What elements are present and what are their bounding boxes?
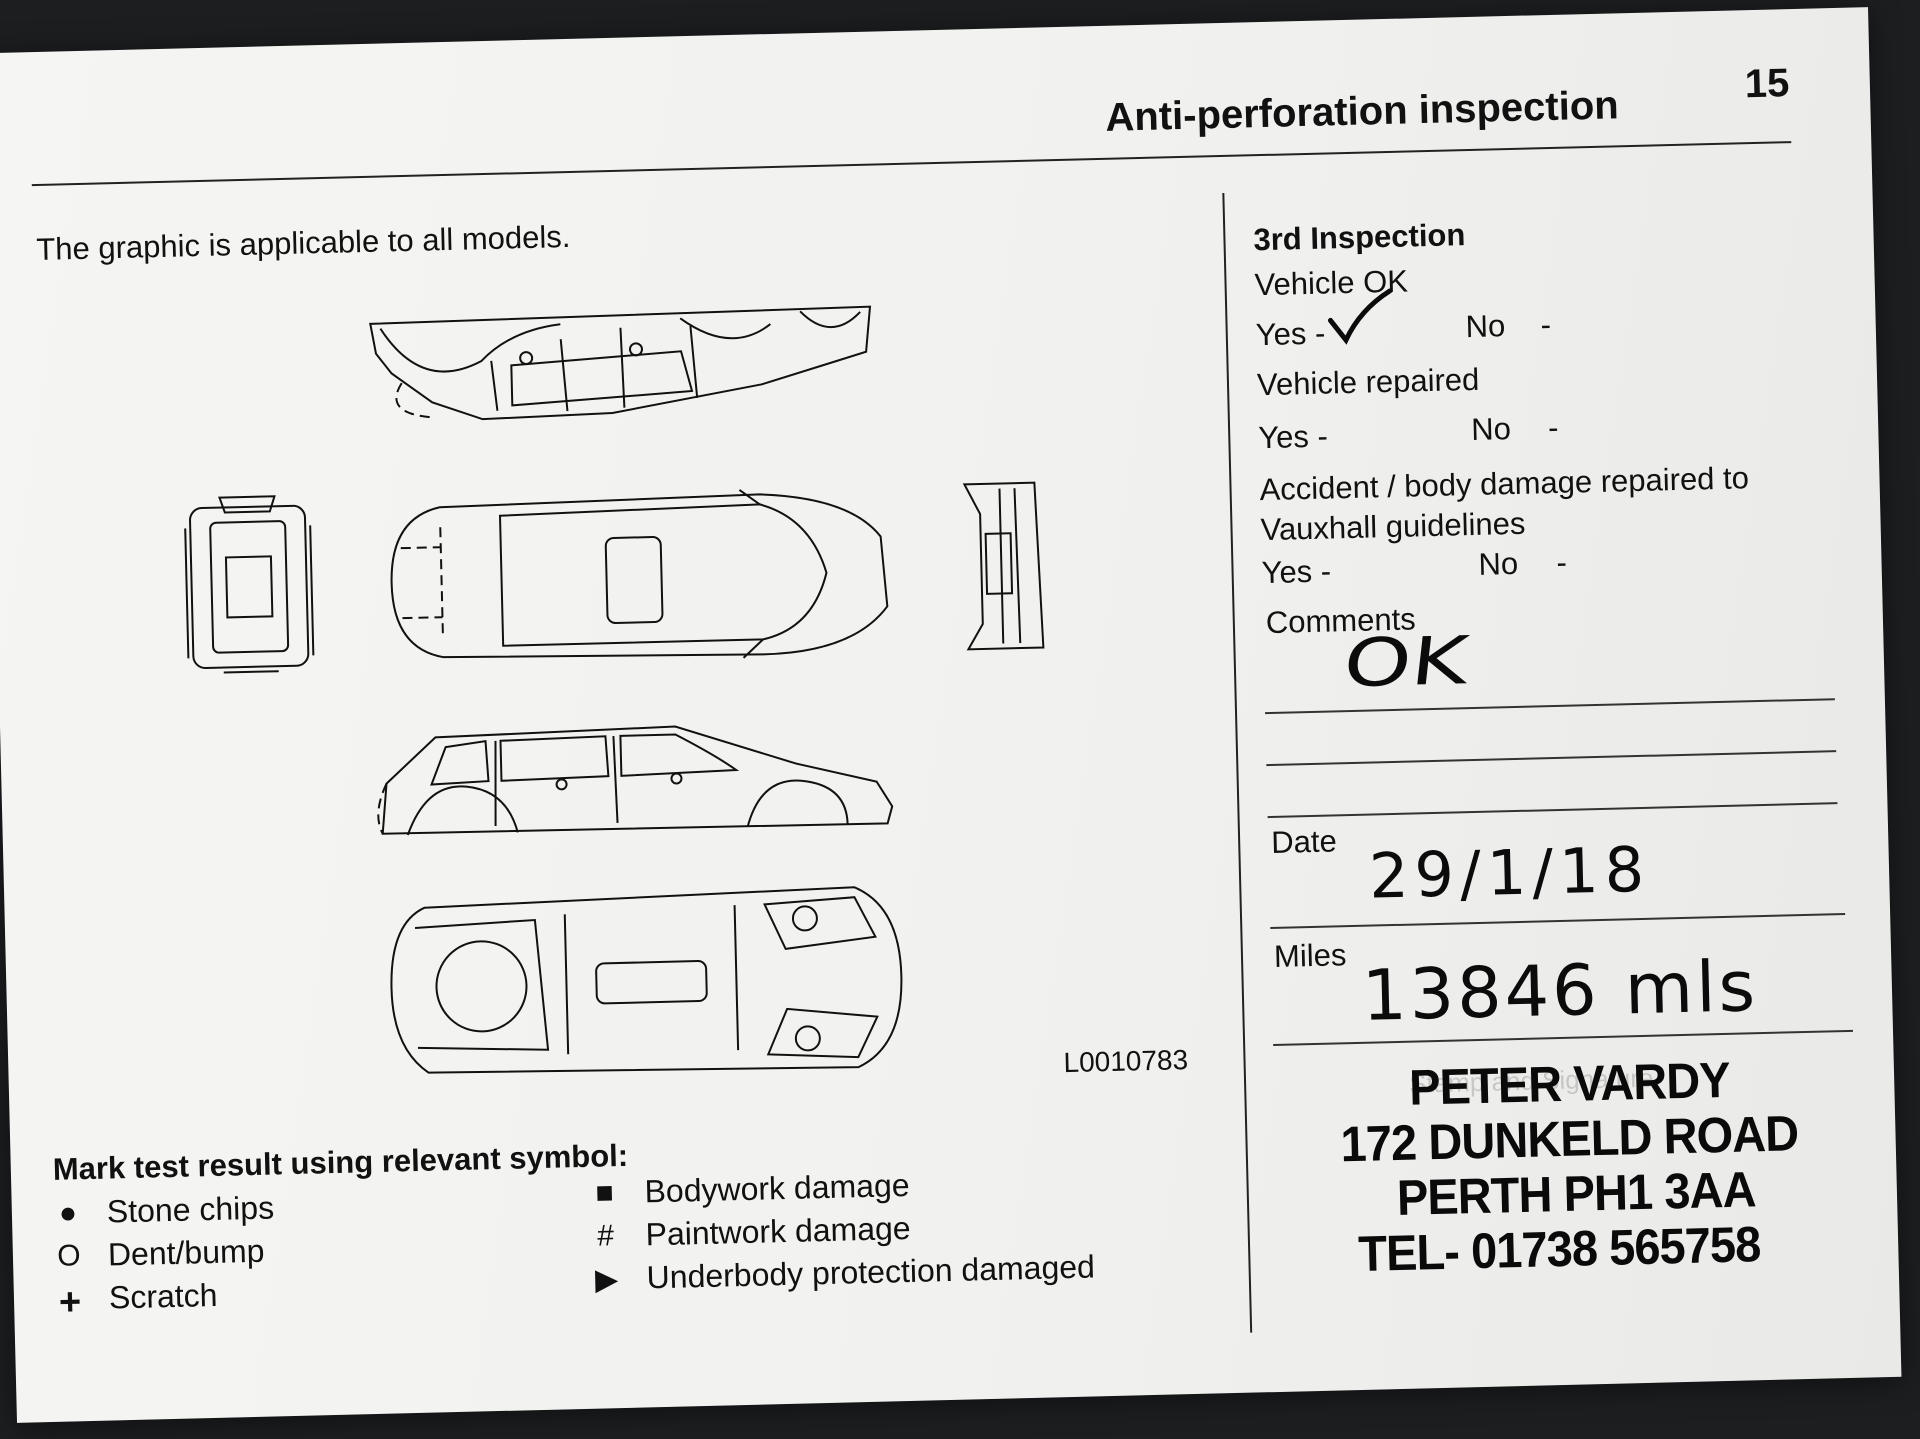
car-diagram-underbody-view — [384, 876, 909, 1089]
column-divider — [1222, 192, 1253, 1333]
car-diagram-front-view — [179, 485, 319, 688]
accident-label-line2: Vauxhall guidelines — [1260, 505, 1526, 548]
comments-value: OK — [1339, 622, 1472, 703]
miles-label: Miles — [1273, 937, 1347, 974]
vehicle-repaired-label: Vehicle repaired — [1256, 361, 1480, 403]
stone-chips-symbol-icon: ● — [58, 1196, 78, 1230]
legend-item-stone-chips: Stone chips — [106, 1189, 275, 1230]
dent-bump-symbol-icon: O — [56, 1239, 82, 1273]
date-line — [1270, 913, 1846, 930]
scratch-symbol-icon: + — [58, 1281, 82, 1324]
accident-yes: Yes - — [1261, 553, 1332, 591]
legend-item-paintwork-damage: Paintwork damage — [645, 1209, 911, 1253]
car-diagram-roof-view — [360, 291, 883, 444]
diagram-code: L0010783 — [1063, 1044, 1189, 1079]
legend-title: Mark test result using relevant symbol: — [52, 1137, 629, 1187]
page-number: 15 — [1744, 61, 1790, 107]
accident-no-dash: - — [1556, 544, 1568, 580]
intro-text: The graphic is applicable to all models. — [35, 218, 571, 267]
legend-item-underbody-damage: Underbody protection damaged — [646, 1248, 1096, 1296]
miles-value: 13846 mls — [1360, 945, 1759, 1037]
car-diagram-side-view — [375, 711, 898, 854]
vehicle-repaired-no: No — [1470, 411, 1512, 447]
inspection-page: Anti-perforation inspection 15 The graph… — [0, 7, 1902, 1423]
inspection-heading: 3rd Inspection — [1253, 217, 1466, 258]
dealer-stamp-phone: TEL- 01738 565758 — [1357, 1216, 1761, 1282]
paintwork-damage-symbol-icon: # — [596, 1219, 615, 1253]
comments-line-3 — [1267, 802, 1838, 819]
vehicle-repaired-no-dash: - — [1547, 409, 1559, 446]
vehicle-repaired-yes: Yes - — [1257, 418, 1329, 456]
car-diagram-top-view — [379, 476, 893, 678]
car-diagram-rear-view — [954, 472, 1048, 659]
accident-label-line1: Accident / body damage repaired to — [1259, 460, 1750, 508]
comments-line-2 — [1266, 750, 1837, 767]
vehicle-ok-no: No — [1465, 308, 1506, 345]
miles-line — [1273, 1029, 1854, 1047]
legend-item-scratch: Scratch — [108, 1276, 218, 1316]
header-rule — [31, 141, 1792, 187]
bodywork-damage-symbol-icon: ■ — [595, 1176, 615, 1210]
date-label: Date — [1270, 823, 1338, 861]
handwritten-check-mark — [1325, 289, 1396, 351]
vehicle-ok-no-dash: - — [1540, 307, 1552, 343]
legend-item-dent-bump: Dent/bump — [107, 1232, 265, 1273]
page-title: Anti-perforation inspection — [1104, 83, 1620, 140]
vehicle-ok-yes: Yes - — [1255, 315, 1326, 353]
date-value: 29/1/18 — [1368, 832, 1651, 913]
underbody-damage-symbol-icon: ▶ — [594, 1263, 619, 1297]
accident-no: No — [1478, 545, 1519, 582]
legend-item-bodywork-damage: Bodywork damage — [644, 1166, 910, 1210]
